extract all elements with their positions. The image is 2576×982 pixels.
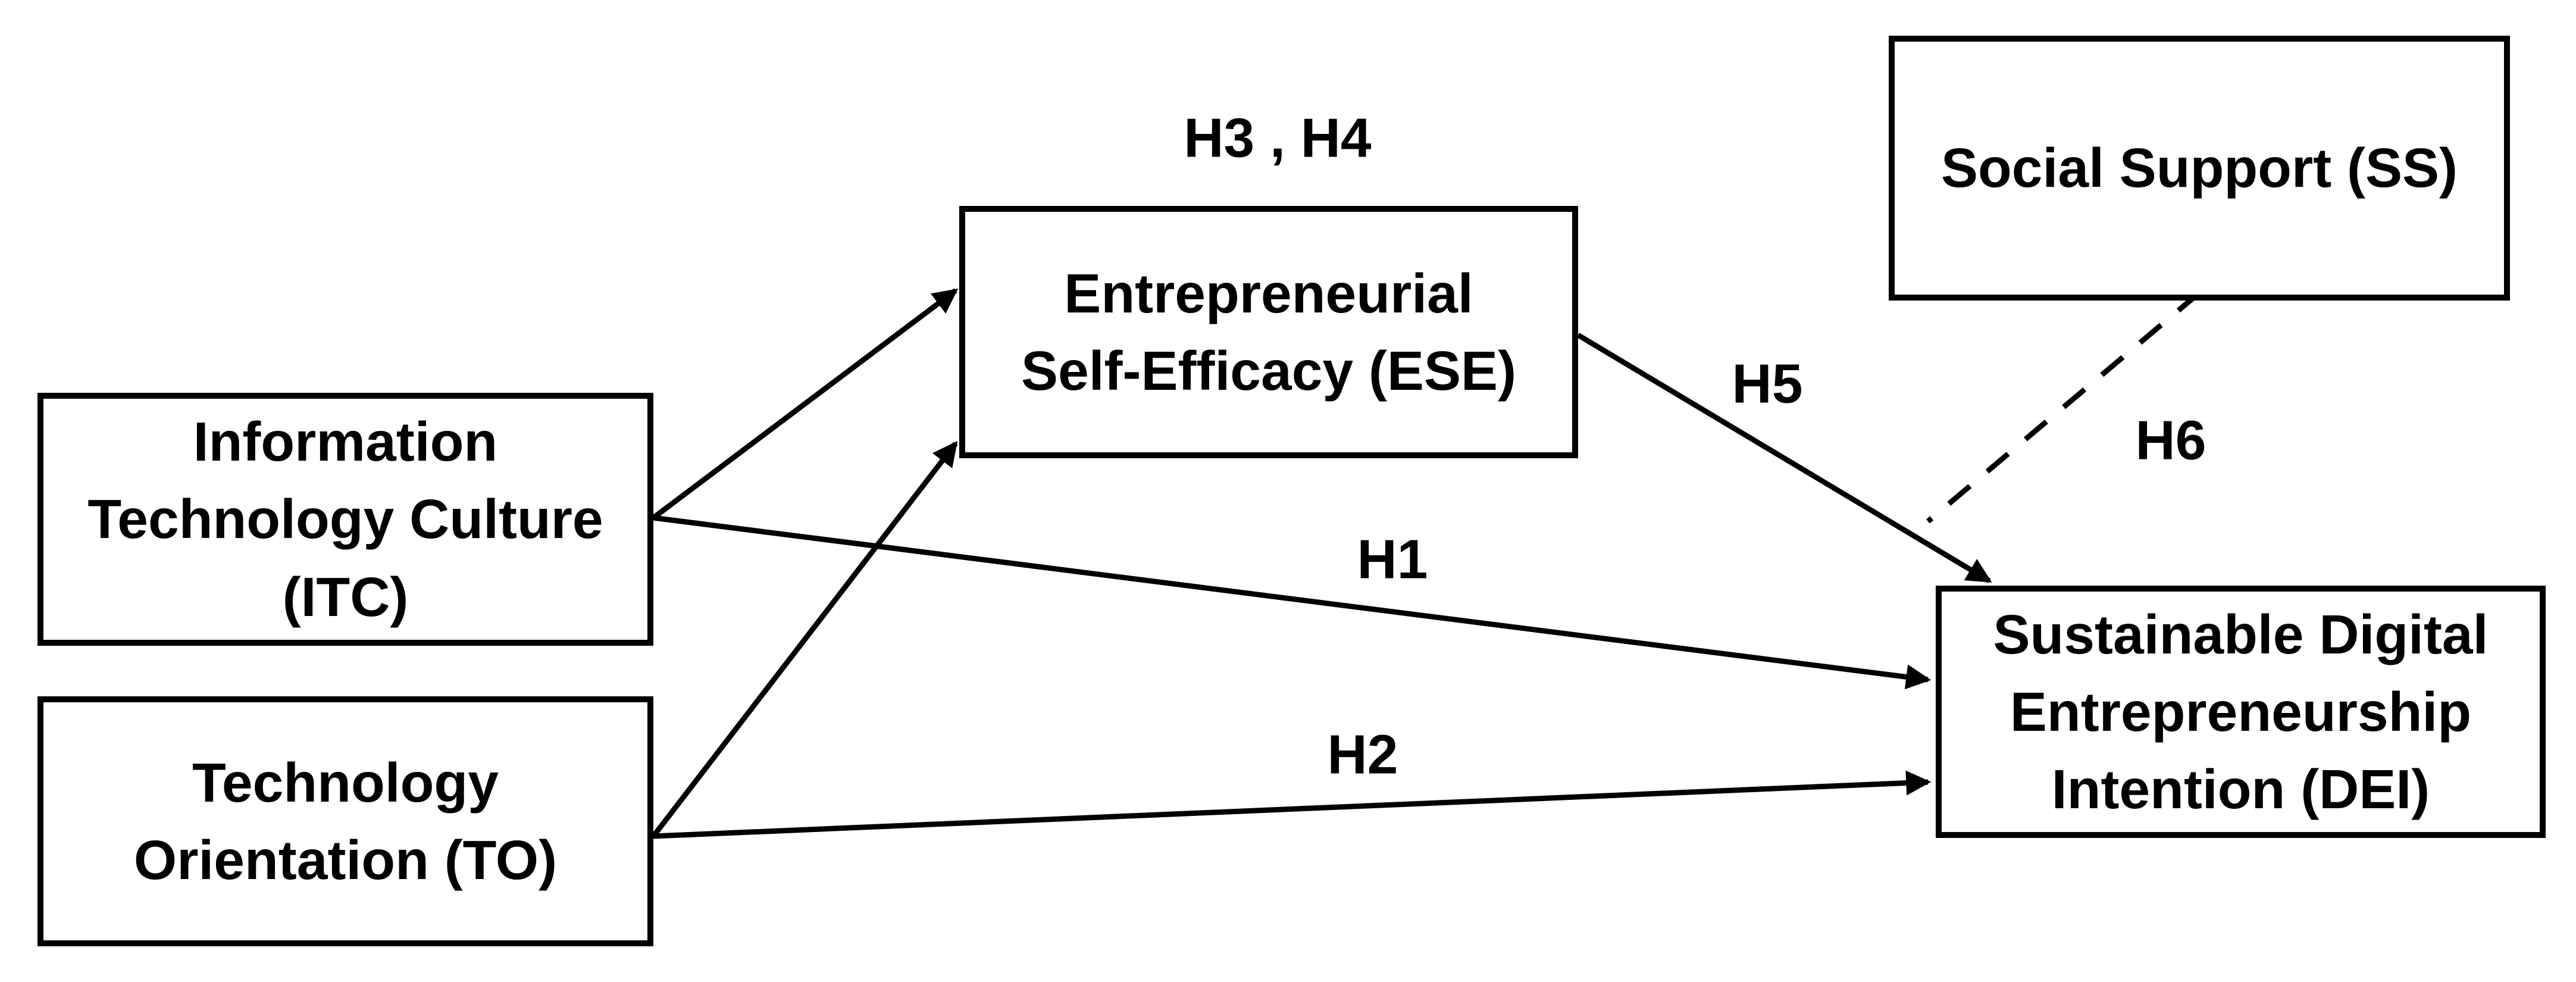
hypothesis-label-h2: H2 — [1327, 723, 1398, 786]
hypothesis-label-h5: H5 — [1732, 352, 1803, 415]
hypothesis-label-h1: H1 — [1357, 528, 1428, 590]
node-ese-label: Entrepreneurial Self-Efficacy (ESE) — [1021, 262, 1517, 402]
node-entrepreneurial-self-efficacy: Entrepreneurial Self-Efficacy (ESE) — [959, 206, 1578, 458]
node-to-label: Technology Orientation (TO) — [133, 751, 558, 891]
edge-ese-dei-h5-arrow — [1576, 333, 1992, 583]
edge-to-dei-h2-arrow — [653, 770, 1932, 839]
hypothesis-label-h6: H6 — [2135, 409, 2206, 471]
node-social-support: Social Support (SS) — [1889, 36, 2510, 301]
edge-ss-moderation-h6-dashed — [1926, 290, 2201, 524]
node-dei-label: Sustainable Digital Entrepreneurship Int… — [1993, 603, 2489, 821]
node-sustainable-digital-entrepreneurship-intention: Sustainable Digital Entrepreneurship Int… — [1936, 586, 2546, 838]
hypothesis-label-h3-h4: H3 , H4 — [1184, 107, 1372, 169]
node-technology-orientation: Technology Orientation (TO) — [37, 696, 653, 946]
node-ss-label: Social Support (SS) — [1940, 137, 2458, 199]
node-information-technology-culture: Information Technology Culture (ITC) — [37, 393, 653, 646]
edge-itc-ese-arrow — [652, 288, 959, 520]
edge-itc-dei-h1-arrow — [653, 515, 1932, 690]
node-itc-label: Information Technology Culture (ITC) — [87, 411, 603, 628]
edge-to-ese-arrow — [651, 440, 958, 838]
